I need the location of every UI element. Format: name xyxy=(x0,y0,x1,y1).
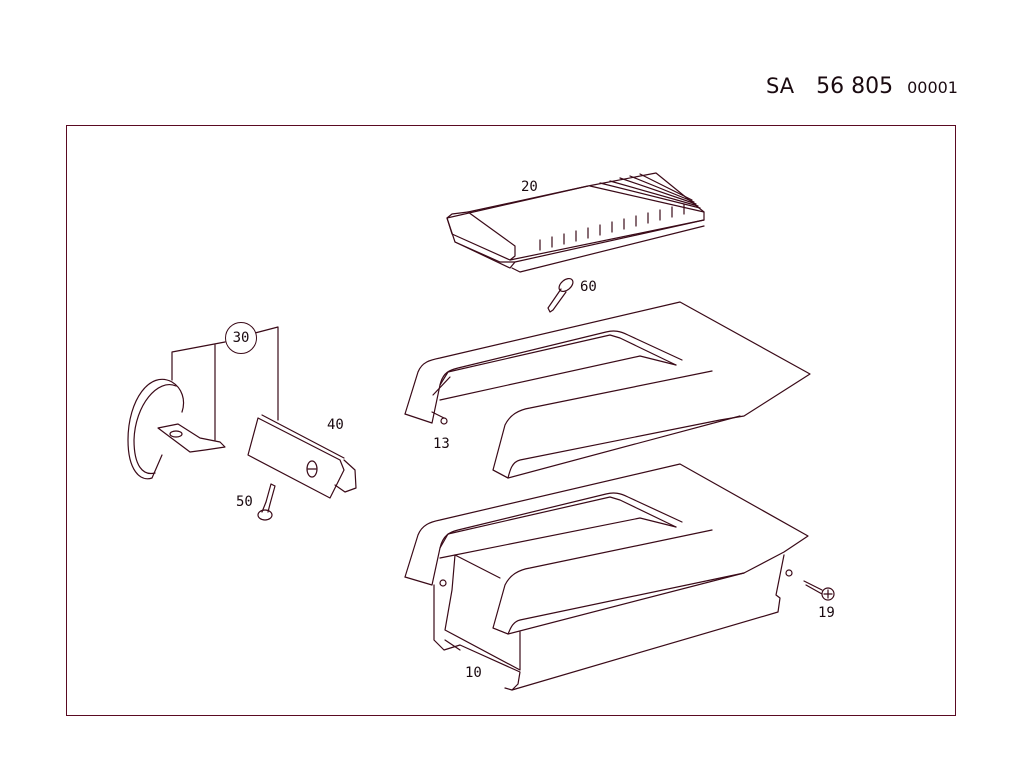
callout-20[interactable]: 20 xyxy=(521,179,538,195)
part-30-keyring-icon[interactable] xyxy=(127,378,226,480)
callout-19[interactable]: 19 xyxy=(818,605,835,621)
reference-number: 56 805 xyxy=(816,74,894,99)
part-19-screw-icon[interactable] xyxy=(803,580,835,601)
part-50-screw-icon[interactable] xyxy=(257,483,276,521)
part-30-leader-lines xyxy=(171,326,279,441)
drawing-reference: SA 56 805 00001 xyxy=(766,74,958,99)
callout-13[interactable]: 13 xyxy=(433,436,450,452)
part-40-lock-housing-icon[interactable] xyxy=(247,414,357,499)
armrest-lid-icon[interactable] xyxy=(404,301,811,479)
reference-sequence: 00001 xyxy=(907,78,958,97)
callout-30-circled[interactable]: 30 xyxy=(225,322,257,354)
reference-prefix: SA xyxy=(766,74,795,98)
part-10-console-box-icon[interactable] xyxy=(404,463,809,691)
callout-60[interactable]: 60 xyxy=(580,279,597,295)
callout-50[interactable]: 50 xyxy=(236,494,253,510)
part-60-screw-icon[interactable] xyxy=(547,276,575,313)
drawing-frame xyxy=(66,125,956,716)
part-20-slat-icon[interactable] xyxy=(446,172,705,273)
callout-40[interactable]: 40 xyxy=(327,417,344,433)
callout-10[interactable]: 10 xyxy=(465,665,482,681)
